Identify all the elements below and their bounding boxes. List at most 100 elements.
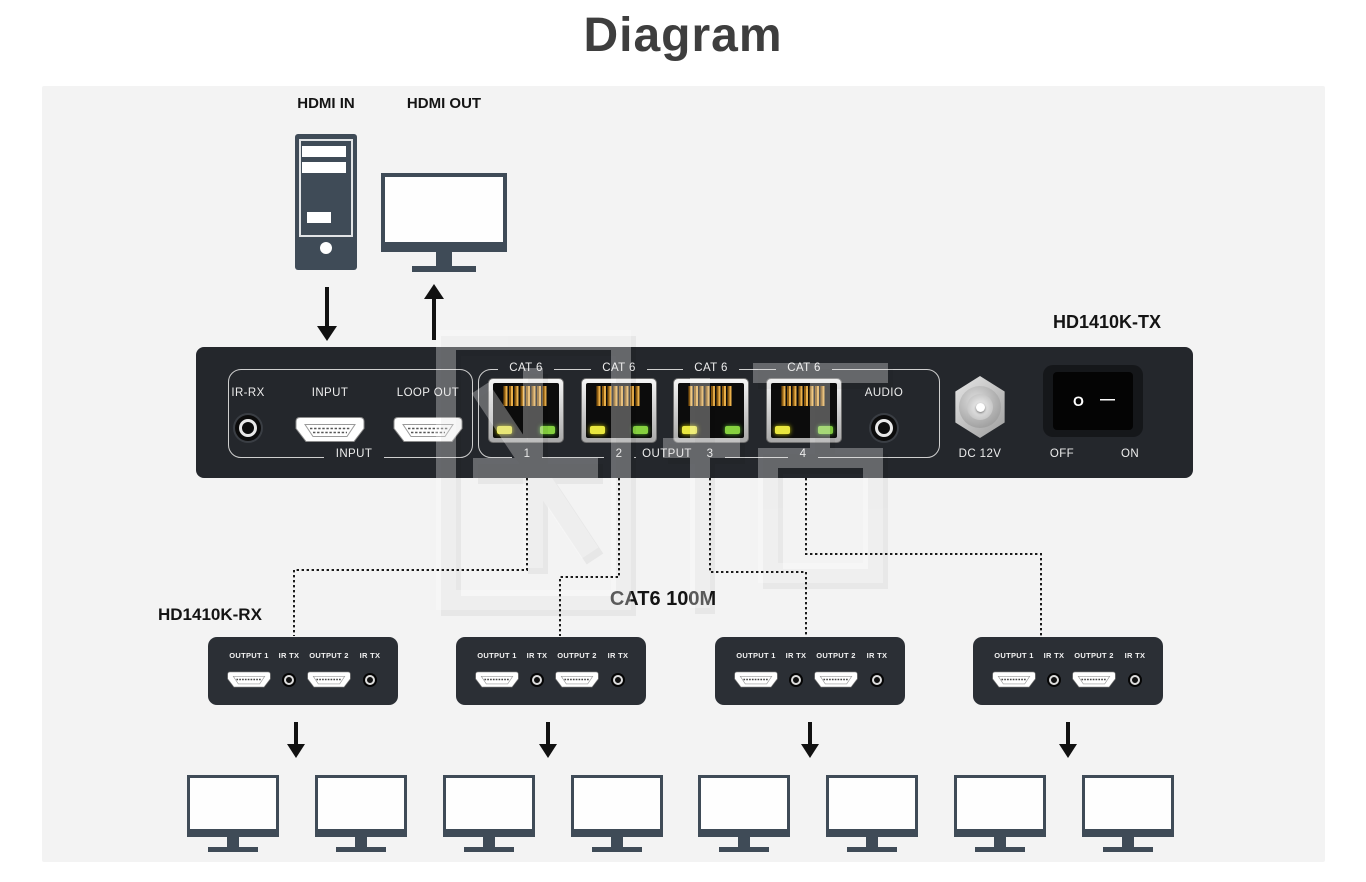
rx-model-label: HD1410K-RX: [158, 605, 262, 624]
jack-ring: [1049, 675, 1059, 685]
led-green: [540, 426, 555, 434]
led-yellow: [590, 426, 605, 434]
rx-irtx-label: IR TX: [526, 651, 548, 660]
rx-unit-4: OUTPUT 1 IR TX OUTPUT 2 IR TX: [973, 637, 1163, 705]
audio-jack: [871, 415, 897, 441]
rx-hdmi-port-2: [1072, 671, 1116, 688]
rj45-cavity: [493, 383, 559, 438]
display-monitor-5: [698, 775, 790, 837]
cat6-label-4: CAT 6: [776, 362, 832, 374]
monitor-base: [1103, 847, 1153, 852]
monitor-base: [975, 847, 1025, 852]
cat6-label-3: CAT 6: [683, 362, 739, 374]
monitor-neck: [1122, 837, 1134, 847]
rx-ir-jack: [530, 673, 544, 687]
port-number-3: 3: [695, 448, 725, 460]
display-monitor-2: [315, 775, 407, 837]
rx1-arrow-shaft: [294, 722, 298, 746]
monitor-base: [592, 847, 642, 852]
rx-hdmi-port-1: [475, 671, 519, 688]
rx-ir-jack: [363, 673, 377, 687]
display-monitor-7: [954, 775, 1046, 837]
hdmi-in-label: HDMI IN: [297, 95, 355, 112]
rx2-arrow-down-icon: [539, 744, 557, 758]
rx-output1-label: OUTPUT 1: [994, 651, 1034, 660]
audio-label: AUDIO: [864, 387, 904, 399]
rx-ir-jack: [1047, 673, 1061, 687]
cat6-distance-label: CAT6 100M: [609, 588, 717, 610]
rx-output1-label: OUTPUT 1: [477, 651, 517, 660]
rx2-arrow-shaft: [546, 722, 550, 746]
rx-hdmi-port-2: [555, 671, 599, 688]
rx-output2-label: OUTPUT 2: [309, 651, 349, 660]
dc-ring-outer: [959, 386, 1001, 428]
rx-output2-label: OUTPUT 2: [816, 651, 856, 660]
loop-out-label: LOOP OUT: [396, 387, 460, 399]
rx-hdmi-port-2: [814, 671, 858, 688]
monitor-base: [208, 847, 258, 852]
tower-bezel: [299, 139, 353, 237]
dc-pin: [975, 402, 985, 412]
off-label: OFF: [1049, 448, 1075, 460]
dc-power-connector: [955, 376, 1005, 438]
monitor-base: [336, 847, 386, 852]
monitor-base: [412, 266, 476, 272]
led-yellow: [775, 426, 790, 434]
jack-ring: [239, 419, 257, 437]
rx-irtx-label: IR TX: [278, 651, 300, 660]
monitor-base: [719, 847, 769, 852]
led-green: [725, 426, 740, 434]
rj45-port-4: [766, 378, 842, 443]
tx-device: IR-RX INPUT LOOP OUT INPUT CAT 6 CAT 6 C…: [196, 347, 1193, 478]
rx-irtx-label: IR TX: [359, 651, 381, 660]
rx-hdmi-port-1: [227, 671, 271, 688]
power-switch[interactable]: O —: [1043, 365, 1143, 437]
jack-ring: [284, 675, 294, 685]
jack-ring: [875, 419, 893, 437]
rj45-cavity: [586, 383, 652, 438]
display-monitor-4: [571, 775, 663, 837]
ir-rx-label: IR-RX: [231, 387, 265, 399]
rx-hdmi-port-1: [734, 671, 778, 688]
monitor-neck: [994, 837, 1006, 847]
tower-power-dot: [320, 242, 332, 254]
rx-hdmi-port-1: [992, 671, 1036, 688]
jack-ring: [613, 675, 623, 685]
jack-ring: [1130, 675, 1140, 685]
rj45-pins: [781, 386, 827, 406]
monitor-neck: [483, 837, 495, 847]
tower-button: [307, 212, 331, 223]
rx4-arrow-shaft: [1066, 722, 1070, 746]
power-switch-cavity: O —: [1053, 372, 1133, 430]
input-port-label: INPUT: [311, 387, 349, 399]
port-number-4: 4: [788, 448, 818, 460]
dc-ring-inner: [967, 394, 993, 420]
led-yellow: [497, 426, 512, 434]
rx-irtx-label: IR TX: [1124, 651, 1146, 660]
rx-unit-1: OUTPUT 1 IR TX OUTPUT 2 IR TX: [208, 637, 398, 705]
rx3-arrow-shaft: [808, 722, 812, 746]
hdmi-out-monitor-icon: [381, 173, 507, 252]
monitor-neck: [227, 837, 239, 847]
power-on-symbol: —: [1100, 391, 1115, 408]
computer-tower-icon: [295, 134, 357, 270]
jack-ring: [872, 675, 882, 685]
hdmi-out-label: HDMI OUT: [406, 95, 482, 112]
jack-ring: [532, 675, 542, 685]
rx-output1-label: OUTPUT 1: [736, 651, 776, 660]
rj45-pins: [503, 386, 549, 406]
power-off-symbol: O: [1073, 393, 1084, 409]
rx-ir-jack: [789, 673, 803, 687]
dc-label: DC 12V: [958, 448, 1002, 460]
rx-output2-label: OUTPUT 2: [557, 651, 597, 660]
arrow-down-shaft: [325, 287, 329, 327]
display-monitor-6: [826, 775, 918, 837]
page-title: Diagram: [583, 9, 783, 62]
rx-hdmi-port-2: [307, 671, 351, 688]
rx-irtx-label: IR TX: [785, 651, 807, 660]
rx-output1-label: OUTPUT 1: [229, 651, 269, 660]
monitor-neck: [738, 837, 750, 847]
rj45-pins: [596, 386, 642, 406]
rj45-cavity: [771, 383, 837, 438]
